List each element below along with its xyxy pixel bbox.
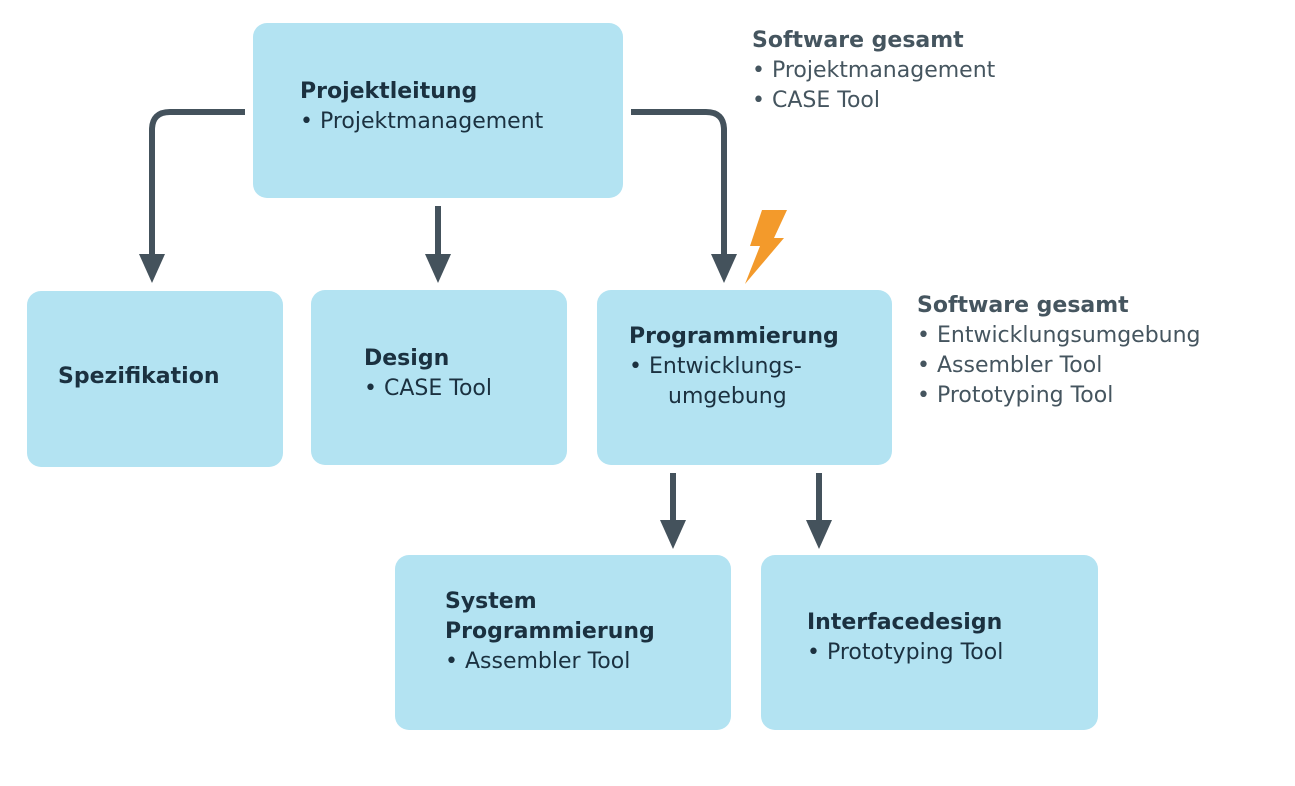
box-item: CASE Tool — [364, 374, 567, 404]
note-item: Projektmanagement — [752, 56, 995, 86]
box-design[interactable]: Design CASE Tool — [311, 290, 567, 465]
arrowhead — [711, 254, 737, 283]
box-title: Design — [364, 346, 450, 371]
box-title: Programmierung — [629, 324, 839, 349]
arrowhead — [660, 520, 686, 549]
box-item-continued: umgebung — [668, 384, 787, 409]
box-item: Assembler Tool — [445, 647, 731, 677]
box-spezifikation[interactable]: Spezifikation — [27, 291, 283, 467]
box-item: Projektmanagement — [300, 107, 623, 137]
lightning-bolt-icon — [745, 210, 787, 284]
box-item: Prototyping Tool — [807, 638, 1098, 668]
box-interfacedesign[interactable]: Interfacedesign Prototyping Tool — [761, 555, 1098, 730]
note-title: Software gesamt — [752, 28, 964, 53]
box-title: Projektleitung — [300, 79, 478, 104]
box-item: Entwicklungs- — [629, 352, 892, 382]
arrow-projektleitung-programmierung — [631, 109, 727, 262]
note-item: CASE Tool — [752, 86, 995, 116]
arrow-projektleitung-spezifikation — [149, 109, 245, 262]
note-item: Assembler Tool — [917, 351, 1201, 381]
box-programmierung[interactable]: Programmierung Entwicklungs- umgebung — [597, 290, 892, 465]
box-title: System — [445, 589, 537, 614]
box-title: Spezifikation — [58, 364, 220, 389]
note-item: Prototyping Tool — [917, 381, 1201, 411]
arrowhead — [139, 254, 165, 283]
note-title: Software gesamt — [917, 293, 1129, 318]
arrowhead — [425, 254, 451, 283]
box-system-programmierung[interactable]: System Programmierung Assembler Tool — [395, 555, 731, 730]
box-title: Programmierung — [445, 619, 655, 644]
box-title: Interfacedesign — [807, 610, 1003, 635]
note-software-gesamt-top: Software gesamt Projektmanagement CASE T… — [752, 26, 995, 116]
note-software-gesamt-right: Software gesamt Entwicklungsumgebung Ass… — [917, 291, 1201, 411]
arrowhead — [806, 520, 832, 549]
note-item: Entwicklungsumgebung — [917, 321, 1201, 351]
box-projektleitung[interactable]: Projektleitung Projektmanagement — [253, 23, 623, 198]
